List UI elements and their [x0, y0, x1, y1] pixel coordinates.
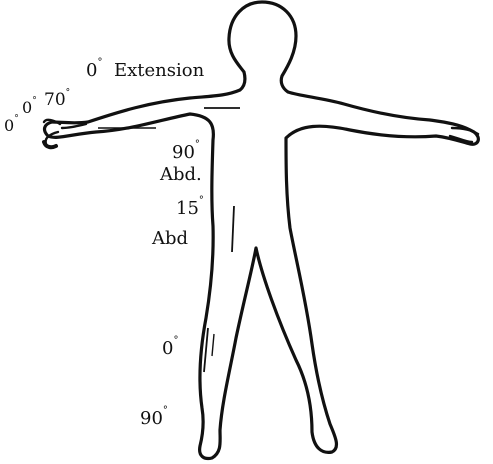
left-fingertip-mark	[44, 142, 56, 147]
label-elbow-angle-c: 70°	[44, 92, 66, 109]
label-hip-abduction: Abd	[152, 230, 188, 248]
label-shoulder-extension: Extension	[114, 62, 204, 80]
goniometer-line-hip	[232, 206, 234, 252]
label-shoulder-abduction: Abd.	[160, 166, 202, 184]
label-shoulder-extension-angle: 0°	[86, 62, 97, 80]
label-shoulder-abduction-angle: 90°	[172, 144, 195, 162]
label-ankle-angle: 90°	[140, 410, 163, 428]
label-elbow-angle-b: 0°	[22, 100, 32, 116]
body-silhouette	[45, 2, 479, 459]
label-knee-angle: 0°	[162, 340, 173, 358]
goniometer-line-knee-2	[212, 334, 214, 356]
label-elbow-angle-a: 0°	[4, 118, 14, 134]
label-hip-abduction-angle: 15°	[176, 200, 199, 218]
